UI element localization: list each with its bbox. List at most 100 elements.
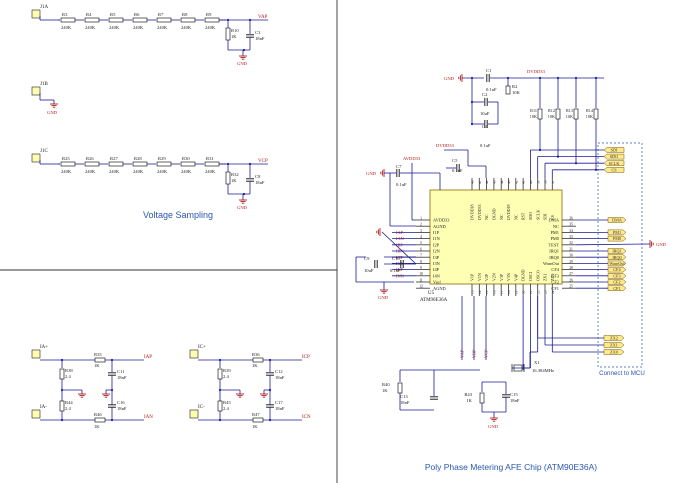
pin-number: 40 — [529, 180, 533, 184]
pin-name: NC — [513, 214, 518, 220]
pin-number: 47 — [478, 180, 482, 184]
connector-j1c — [31, 153, 41, 163]
pin-name: I3P — [433, 255, 440, 260]
resistor-ref: R7 — [158, 12, 164, 17]
port-tag-label: SDO — [610, 154, 618, 159]
pin-number: 31 — [569, 247, 573, 251]
capacitor-c9 — [374, 260, 378, 268]
pin-number: 22 — [536, 290, 540, 294]
gnd-label: GND — [47, 110, 58, 115]
pin-number: 1 — [420, 216, 422, 220]
pin-number: 11 — [419, 278, 423, 282]
port-tag-label: ZX1 — [610, 343, 618, 348]
resistor-ref: R38 — [65, 368, 73, 373]
gnd-symbol — [102, 393, 110, 398]
junction-dot — [242, 48, 246, 52]
gnd-label: GND — [366, 171, 377, 176]
resistor-r3 — [60, 17, 76, 23]
resistor-r5 — [108, 17, 124, 23]
cap-value: 0.1uF — [480, 143, 491, 148]
gnd-label: GND — [378, 295, 389, 300]
pin-number: 45 — [493, 180, 497, 184]
cap-value: 0.1uF — [390, 268, 401, 273]
pin-number: 48 — [471, 180, 475, 184]
gnd-symbol — [239, 55, 247, 60]
resistor-value: 10K — [512, 90, 521, 95]
connector-j1a — [31, 9, 41, 19]
mcu-tag-warnout — [607, 260, 627, 267]
resistor-ref: R10 — [231, 28, 239, 33]
capacitor-c4 — [484, 120, 488, 128]
pin-name: V1P — [470, 273, 475, 281]
resistor-ref: R9 — [206, 12, 212, 17]
mcu-tag-pm1 — [607, 229, 627, 236]
connector-iaplus — [31, 349, 41, 359]
gnd-label: GND — [656, 242, 667, 247]
resistor-value: 240K — [205, 169, 216, 174]
mcu-tag-cs — [603, 167, 625, 173]
cap-ref: C11 — [117, 369, 125, 374]
cap-ref: C4 — [482, 124, 488, 129]
mcu-tag-cf2 — [607, 279, 627, 285]
resistor-r32 — [225, 171, 231, 185]
cap-value: 18nF — [275, 375, 285, 380]
pin-number: 16 — [493, 290, 497, 294]
junction-dot — [594, 168, 598, 171]
junction-dot — [574, 162, 578, 165]
resistor-ref: R11 — [530, 108, 537, 113]
pin-number: 9 — [420, 266, 422, 270]
capacitor-c17 — [266, 404, 274, 408]
port-tag-label: CF1 — [613, 286, 620, 291]
pin-name: DVDD18 — [506, 204, 511, 220]
gnd-label: GND — [237, 61, 248, 66]
capacitor-c5 — [456, 164, 460, 172]
pin-name: PM0 — [550, 236, 559, 241]
resistor-r40 — [397, 382, 403, 394]
resistor-value: 240K — [157, 169, 168, 174]
resistor-r13 — [573, 108, 579, 120]
resistor-value: 240K — [109, 25, 120, 30]
connector-label: J1C — [40, 149, 48, 154]
resistor-ref: R6 — [134, 12, 140, 17]
resistor-value: 240K — [61, 25, 72, 30]
mcu-tag-zx1 — [603, 342, 625, 348]
pin-name: I2N — [433, 249, 441, 254]
pin-name: I1N — [433, 236, 441, 241]
cap-value: 18nF — [117, 375, 127, 380]
pin-number: 41 — [522, 180, 526, 184]
net-label-icp: ICP — [302, 355, 310, 360]
resistor-r11 — [537, 108, 543, 120]
pin-name: IRQ1 — [549, 249, 559, 254]
resistor-ref: R40 — [382, 382, 390, 387]
port-tag-label: CF3 — [613, 273, 620, 278]
resistor-r46 — [94, 417, 106, 423]
pin-name: V4P — [513, 273, 518, 281]
pin-number: 10 — [419, 272, 423, 276]
cap-value: 10uF — [364, 268, 374, 273]
pin-number: 33 — [569, 235, 573, 239]
pin-number: 34 — [569, 229, 573, 233]
resistor-value: 240K — [61, 169, 72, 174]
resistor-ref: R13 — [566, 108, 573, 113]
pin-number: 6 — [420, 247, 422, 251]
connector-label: IA+ — [40, 345, 48, 350]
chip-ref: U5 — [428, 291, 435, 296]
pin-name: CF4 — [551, 267, 559, 272]
resistor-ref: R5 — [110, 12, 116, 17]
pin-number: 12 — [419, 285, 423, 289]
pin-name: I1P — [433, 230, 440, 235]
power-label-dvdd33: DVDD33 — [436, 143, 455, 148]
port-tag-label: CS — [611, 167, 617, 172]
resistor-ref: R8 — [182, 12, 188, 17]
cap-value: 18nF — [400, 400, 410, 405]
capacitor-c15 — [502, 394, 510, 398]
pin-number: 25 — [569, 285, 573, 289]
cap-ref: C15 — [510, 392, 518, 397]
junction-dot — [538, 148, 542, 152]
cap-value: 10uF — [480, 111, 490, 116]
resistor-r29 — [156, 161, 172, 167]
resistor-r43 — [479, 392, 485, 404]
pin-number: 27 — [569, 272, 573, 276]
mcu-connect-box — [597, 142, 643, 368]
resistor-r27 — [108, 161, 124, 167]
